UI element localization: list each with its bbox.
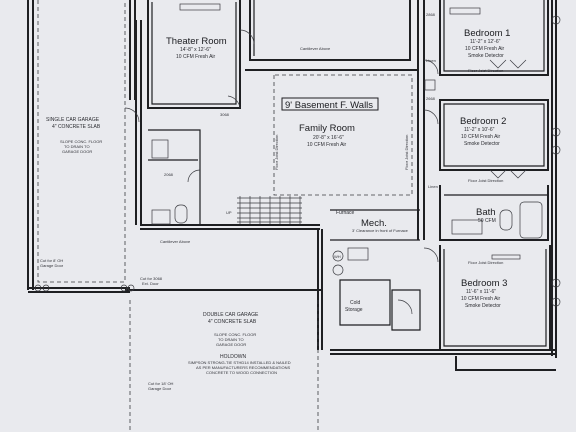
bedroom1-note: 10 CFM Fresh Air	[465, 46, 505, 52]
theater-room-note: 10 CFM Fresh Air	[176, 54, 216, 60]
joist-dir-b2: Floor Joist Direction	[468, 178, 503, 183]
mech-name: Mech.	[361, 218, 387, 229]
joist-dir-b3: Floor Joist Direction	[468, 260, 503, 265]
single-garage-cut: Cut for 8' OH	[40, 258, 63, 263]
double-garage-cut2: Garage Door	[148, 386, 172, 391]
single-garage-slope2: TO DRAIN TO	[64, 144, 90, 149]
cantilever-upper: Cantilever Above	[300, 46, 331, 51]
joist-dir-b1: Floor Joist Direction	[468, 68, 503, 73]
double-garage-cut: Cut for 18' OH	[148, 381, 174, 386]
family-room-size: 20'-8" x 16'-6"	[313, 135, 344, 141]
linen-label: Linen	[428, 184, 438, 189]
fixtures	[151, 3, 543, 276]
double-garage-slab: 4" CONCRETE SLAB	[208, 319, 257, 325]
holddown-line2: AS PER MANUFACTURERS RECOMMENDATIONS	[196, 365, 290, 370]
joist-dir-family-left: Floor Joist Direction	[274, 135, 279, 170]
theater-room-size: 14'-8" x 12'-6"	[180, 47, 211, 53]
bedroom3-note2: Smoke Detector	[465, 303, 501, 309]
bedroom2-note2: Smoke Detector	[464, 141, 500, 147]
bedroom2-note: 10 CFM Fresh Air	[461, 134, 501, 140]
bedroom3-name: Bedroom 3	[461, 278, 507, 289]
doors	[124, 29, 527, 315]
single-garage-slope1: SLOPE CONC. FLOOR	[60, 139, 102, 144]
double-garage-slope3: GARAGE DOOR	[216, 342, 246, 347]
double-garage-slope2: TO DRAIN TO	[218, 337, 244, 342]
exterior-markers	[34, 15, 561, 307]
door-2068: 2068	[164, 172, 174, 177]
furnace-label: Furnace	[336, 210, 355, 216]
cold-storage-name: Cold	[350, 300, 361, 306]
door-2668: 2668	[426, 96, 436, 101]
single-garage-slope3: GARAGE DOOR	[62, 149, 92, 154]
single-garage-slab: 4" CONCRETE SLAB	[52, 124, 101, 130]
double-garage-cut-std2: Ext. Door	[142, 281, 159, 286]
banner-text: 9' Basement F. Walls	[285, 100, 373, 111]
bath-note: 50 CFM	[478, 218, 496, 224]
bedroom1-name: Bedroom 1	[464, 28, 510, 39]
bedroom2-size: 11'-2" x 10'-6"	[464, 127, 495, 133]
holddown-line1: SIMPSON STRONG-TIE STHD14 INSTALLED & NA…	[188, 360, 291, 365]
single-garage-cut2: Garage Door	[40, 263, 64, 268]
holddown-title: HOLDOWN	[220, 354, 247, 360]
bedroom2-name: Bedroom 2	[460, 116, 506, 127]
cantilever-lower: Cantilever Above	[160, 239, 191, 244]
cold-storage-name2: Storage	[345, 307, 363, 313]
double-garage-slope1: SLOPE CONC. FLOOR	[214, 332, 256, 337]
joist-dir-family-right: Floor Joist Direction	[404, 135, 409, 170]
mech-note: 3' Clearance in front of Furnace	[352, 228, 409, 233]
banner-box	[281, 97, 379, 111]
theater-room-name: Theater Room	[166, 36, 227, 47]
single-garage-title: SINGLE CAR GARAGE	[46, 117, 100, 123]
up-label: UP	[226, 210, 232, 215]
bedroom3-size: 11'-6" x 11'-6"	[466, 289, 496, 295]
double-garage-title: DOUBLE CAR GARAGE	[203, 312, 259, 318]
door-3068: 3068	[220, 112, 230, 117]
bath-name: Bath	[476, 207, 496, 218]
bedroom1-note2: Smoke Detector	[468, 53, 504, 59]
bedroom3-note: 10 CFM Fresh Air	[461, 296, 501, 302]
walls	[27, 0, 557, 432]
family-room-name: Family Room	[299, 123, 355, 134]
wh-label: WH	[334, 254, 341, 259]
family-room-note: 10 CFM Fresh Air	[307, 142, 347, 148]
linen-label-upper: Linen	[426, 58, 436, 63]
double-garage-cut-std: Cut for 3068	[140, 276, 163, 281]
door-2868: 2868	[426, 12, 436, 17]
holddown-line3: CONCRETE TO WOOD CONNECTION	[206, 370, 277, 375]
bedroom1-size: 11'-2" x 12'-6"	[470, 39, 501, 45]
